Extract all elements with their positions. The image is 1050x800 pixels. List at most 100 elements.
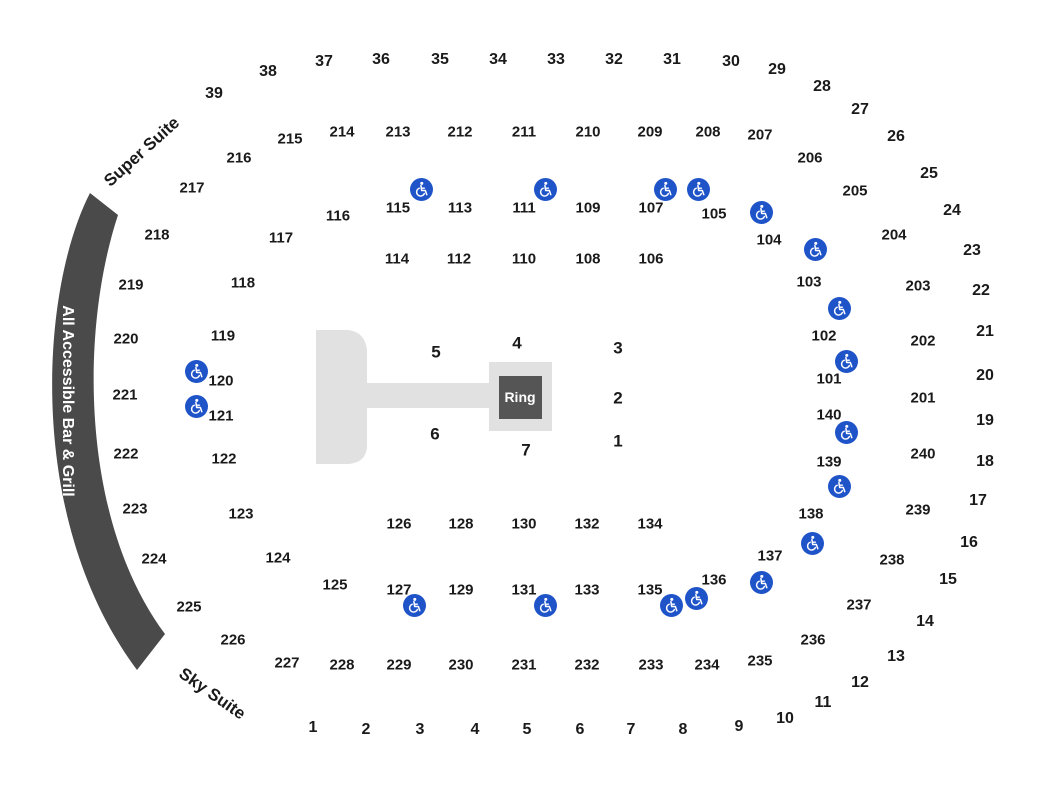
section-240[interactable]: 240 <box>910 445 936 463</box>
section-234[interactable]: 234 <box>694 656 720 674</box>
section-107[interactable]: 107 <box>638 199 664 217</box>
outer-section-26[interactable]: 26 <box>887 128 905 145</box>
section-123[interactable]: 123 <box>228 505 254 523</box>
outer-section-29[interactable]: 29 <box>768 61 786 78</box>
section-113[interactable]: 113 <box>447 199 473 217</box>
section-226[interactable]: 226 <box>220 631 246 649</box>
outer-section-39[interactable]: 39 <box>205 85 223 102</box>
outer-section-20[interactable]: 20 <box>976 367 994 384</box>
bar-grill-arc[interactable] <box>52 193 165 670</box>
outer-section-31[interactable]: 31 <box>663 51 681 68</box>
section-110[interactable]: 110 <box>511 250 537 268</box>
outer-section-23[interactable]: 23 <box>963 242 981 259</box>
outer-section-6[interactable]: 6 <box>575 721 585 738</box>
floor-section-1[interactable]: 1 <box>613 431 623 451</box>
outer-section-32[interactable]: 32 <box>605 51 623 68</box>
outer-section-24[interactable]: 24 <box>943 202 961 219</box>
section-208[interactable]: 208 <box>695 123 721 141</box>
outer-section-4[interactable]: 4 <box>470 721 480 738</box>
section-105[interactable]: 105 <box>701 205 727 223</box>
section-132[interactable]: 132 <box>574 515 600 533</box>
outer-section-25[interactable]: 25 <box>920 165 938 182</box>
outer-section-10[interactable]: 10 <box>776 710 794 727</box>
outer-section-5[interactable]: 5 <box>522 721 532 738</box>
section-232[interactable]: 232 <box>574 656 600 674</box>
floor-section-2[interactable]: 2 <box>613 388 623 408</box>
section-106[interactable]: 106 <box>638 250 664 268</box>
section-108[interactable]: 108 <box>575 250 601 268</box>
section-225[interactable]: 225 <box>176 598 202 616</box>
outer-section-2[interactable]: 2 <box>361 721 371 738</box>
section-126[interactable]: 126 <box>386 515 412 533</box>
ring[interactable] <box>499 376 542 419</box>
section-140[interactable]: 140 <box>816 406 842 424</box>
outer-section-17[interactable]: 17 <box>969 492 987 509</box>
section-231[interactable]: 231 <box>511 656 537 674</box>
outer-section-7[interactable]: 7 <box>626 721 636 738</box>
section-102[interactable]: 102 <box>811 327 837 345</box>
outer-section-38[interactable]: 38 <box>259 63 277 80</box>
section-233[interactable]: 233 <box>638 656 664 674</box>
outer-section-33[interactable]: 33 <box>547 51 565 68</box>
outer-section-21[interactable]: 21 <box>976 323 994 340</box>
section-125[interactable]: 125 <box>322 576 348 594</box>
section-209[interactable]: 209 <box>637 123 663 141</box>
outer-section-18[interactable]: 18 <box>976 453 994 470</box>
section-239[interactable]: 239 <box>905 501 931 519</box>
section-227[interactable]: 227 <box>274 654 300 672</box>
section-101[interactable]: 101 <box>816 370 842 388</box>
section-216[interactable]: 216 <box>226 149 252 167</box>
section-218[interactable]: 218 <box>144 226 170 244</box>
section-109[interactable]: 109 <box>575 199 601 217</box>
section-127[interactable]: 127 <box>386 581 412 599</box>
section-134[interactable]: 134 <box>637 515 663 533</box>
outer-section-19[interactable]: 19 <box>976 412 994 429</box>
outer-section-9[interactable]: 9 <box>734 718 744 735</box>
outer-section-37[interactable]: 37 <box>315 53 333 70</box>
section-213[interactable]: 213 <box>385 123 411 141</box>
section-111[interactable]: 111 <box>512 199 536 217</box>
outer-section-36[interactable]: 36 <box>372 51 390 68</box>
section-136[interactable]: 136 <box>701 571 727 589</box>
outer-section-8[interactable]: 8 <box>678 721 688 738</box>
section-205[interactable]: 205 <box>842 182 868 200</box>
section-215[interactable]: 215 <box>277 130 303 148</box>
section-114[interactable]: 114 <box>384 250 410 268</box>
floor-section-3[interactable]: 3 <box>613 338 623 358</box>
section-235[interactable]: 235 <box>747 652 773 670</box>
section-212[interactable]: 212 <box>447 123 473 141</box>
section-117[interactable]: 117 <box>268 229 294 247</box>
section-120[interactable]: 120 <box>208 372 234 390</box>
section-119[interactable]: 119 <box>210 327 236 345</box>
section-103[interactable]: 103 <box>796 273 822 291</box>
stage-shape[interactable] <box>316 330 490 464</box>
section-214[interactable]: 214 <box>329 123 355 141</box>
section-137[interactable]: 137 <box>757 547 783 565</box>
section-228[interactable]: 228 <box>329 656 355 674</box>
floor-section-7[interactable]: 7 <box>521 440 531 460</box>
section-121[interactable]: 121 <box>208 407 234 425</box>
section-129[interactable]: 129 <box>448 581 474 599</box>
section-138[interactable]: 138 <box>798 505 824 523</box>
section-122[interactable]: 122 <box>211 450 237 468</box>
outer-section-34[interactable]: 34 <box>489 51 507 68</box>
section-118[interactable]: 118 <box>230 274 256 292</box>
section-219[interactable]: 219 <box>118 276 144 294</box>
section-238[interactable]: 238 <box>879 551 905 569</box>
outer-section-27[interactable]: 27 <box>851 101 869 118</box>
section-128[interactable]: 128 <box>448 515 474 533</box>
section-204[interactable]: 204 <box>881 226 907 244</box>
section-124[interactable]: 124 <box>265 549 291 567</box>
section-237[interactable]: 237 <box>846 596 872 614</box>
section-201[interactable]: 201 <box>910 389 936 407</box>
section-224[interactable]: 224 <box>141 550 167 568</box>
section-221[interactable]: 221 <box>112 386 138 404</box>
outer-section-3[interactable]: 3 <box>415 721 425 738</box>
floor-section-5[interactable]: 5 <box>431 342 441 362</box>
outer-section-14[interactable]: 14 <box>916 613 934 630</box>
section-131[interactable]: 131 <box>511 581 537 599</box>
section-115[interactable]: 115 <box>385 199 411 217</box>
outer-section-35[interactable]: 35 <box>431 51 449 68</box>
section-236[interactable]: 236 <box>800 631 826 649</box>
section-104[interactable]: 104 <box>756 231 782 249</box>
